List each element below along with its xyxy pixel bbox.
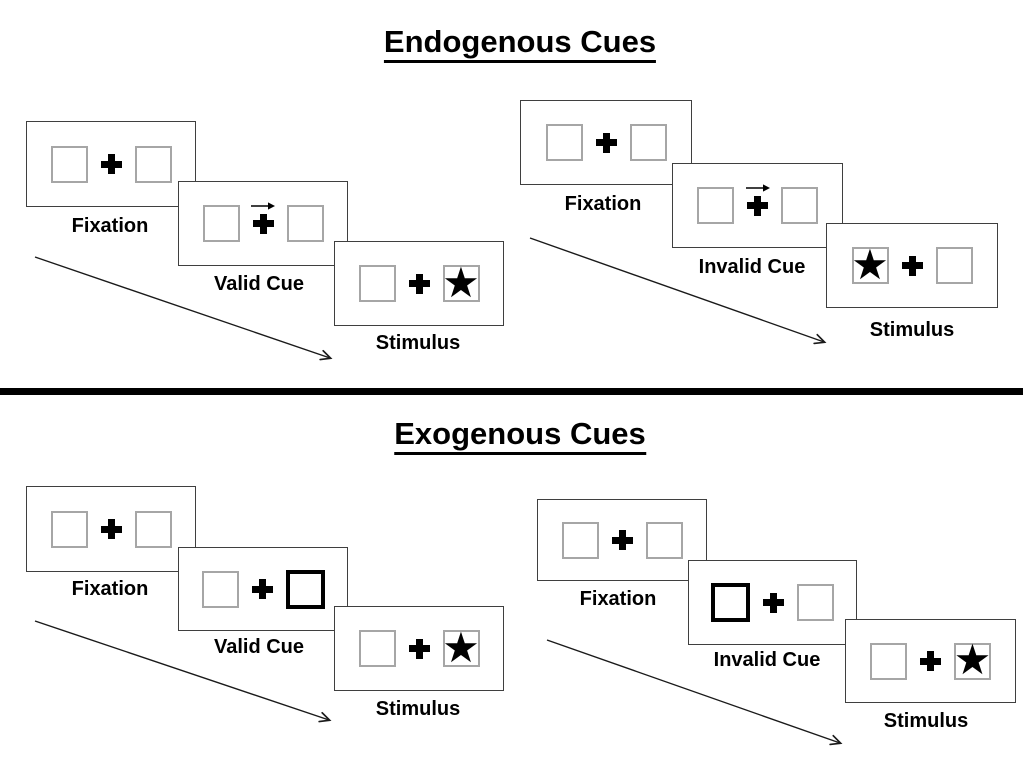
- right-box: [134, 510, 172, 548]
- right-box: [629, 124, 667, 161]
- fixation-cross-icon: [408, 638, 430, 659]
- right-box-with-star: ★: [442, 623, 480, 671]
- right-box-with-star: ★: [442, 258, 480, 306]
- left-box: [50, 510, 88, 548]
- left-box: [870, 642, 907, 680]
- fixation-cross-icon: [595, 132, 617, 153]
- step-label-invalid-cue: Invalid Cue: [713, 649, 821, 671]
- valid-cue-card: [178, 181, 348, 266]
- left-box: [358, 630, 396, 667]
- valid-cue-card: [178, 547, 348, 631]
- left-box: [697, 187, 734, 224]
- fixation-cross-icon: [408, 273, 430, 294]
- highlighted-right-box: [285, 569, 325, 609]
- stimulus-card: ★: [826, 223, 998, 308]
- fixation-cross-icon: [747, 195, 768, 216]
- left-box: [50, 145, 88, 183]
- left-box: [545, 124, 583, 161]
- step-label-fixation: Fixation: [564, 193, 642, 215]
- step-label-stimulus: Stimulus: [375, 332, 461, 354]
- fixation-card: [537, 499, 707, 581]
- stimulus-card: ★: [334, 241, 504, 326]
- step-label-stimulus: Stimulus: [883, 710, 969, 732]
- fixation-cross-icon: [251, 579, 273, 599]
- highlighted-left-box: [711, 583, 750, 622]
- section-title-endogenous: Endogenous Cues: [383, 25, 657, 63]
- step-label-valid-cue: Valid Cue: [213, 636, 305, 658]
- fixation-cross-icon: [763, 592, 784, 613]
- step-label-stimulus: Stimulus: [375, 698, 461, 720]
- fixation-card: [520, 100, 692, 185]
- fixation-cross-icon: [920, 651, 941, 671]
- right-box: [797, 584, 834, 621]
- fixation-card: [26, 486, 196, 572]
- cue-arrow-right-icon: [251, 201, 275, 210]
- star-icon: ★: [442, 623, 480, 671]
- right-box: [645, 521, 683, 559]
- invalid-cue-card: [672, 163, 843, 248]
- section-title-text: Endogenous Cues: [383, 25, 657, 63]
- step-label-invalid-cue: Invalid Cue: [698, 256, 806, 278]
- right-box: [286, 205, 324, 242]
- left-box: [561, 521, 599, 559]
- left-box: [202, 205, 240, 242]
- section-title-exogenous: Exogenous Cues: [394, 417, 646, 455]
- fixation-cross-icon: [100, 154, 122, 174]
- invalid-cue-card: [688, 560, 857, 645]
- fixation-cross-icon: [611, 530, 633, 550]
- fixation-cross-icon: [252, 213, 274, 234]
- section-title-text: Exogenous Cues: [394, 417, 646, 455]
- step-label-fixation: Fixation: [71, 215, 149, 237]
- step-label-fixation: Fixation: [579, 588, 657, 610]
- step-label-stimulus: Stimulus: [869, 319, 955, 341]
- star-icon: ★: [953, 636, 992, 683]
- step-label-fixation: Fixation: [71, 578, 149, 600]
- star-icon: ★: [851, 240, 889, 288]
- stimulus-card: ★: [845, 619, 1016, 703]
- star-icon: ★: [442, 258, 480, 306]
- section-divider: [0, 388, 1023, 395]
- right-box: [935, 247, 973, 284]
- fixation-card: [26, 121, 196, 207]
- cue-arrow-right-icon: [745, 183, 770, 192]
- right-box: [781, 187, 818, 224]
- right-box: [134, 145, 172, 183]
- left-box: [201, 570, 239, 608]
- right-box-with-star: ★: [953, 636, 992, 683]
- fixation-cross-icon: [100, 519, 122, 539]
- left-box-with-star: ★: [851, 240, 889, 288]
- step-label-valid-cue: Valid Cue: [213, 273, 305, 295]
- left-box: [358, 265, 396, 302]
- timeline-arrow-endogenous-invalid: [529, 237, 824, 342]
- stimulus-card: ★: [334, 606, 504, 691]
- fixation-cross-icon: [901, 255, 923, 276]
